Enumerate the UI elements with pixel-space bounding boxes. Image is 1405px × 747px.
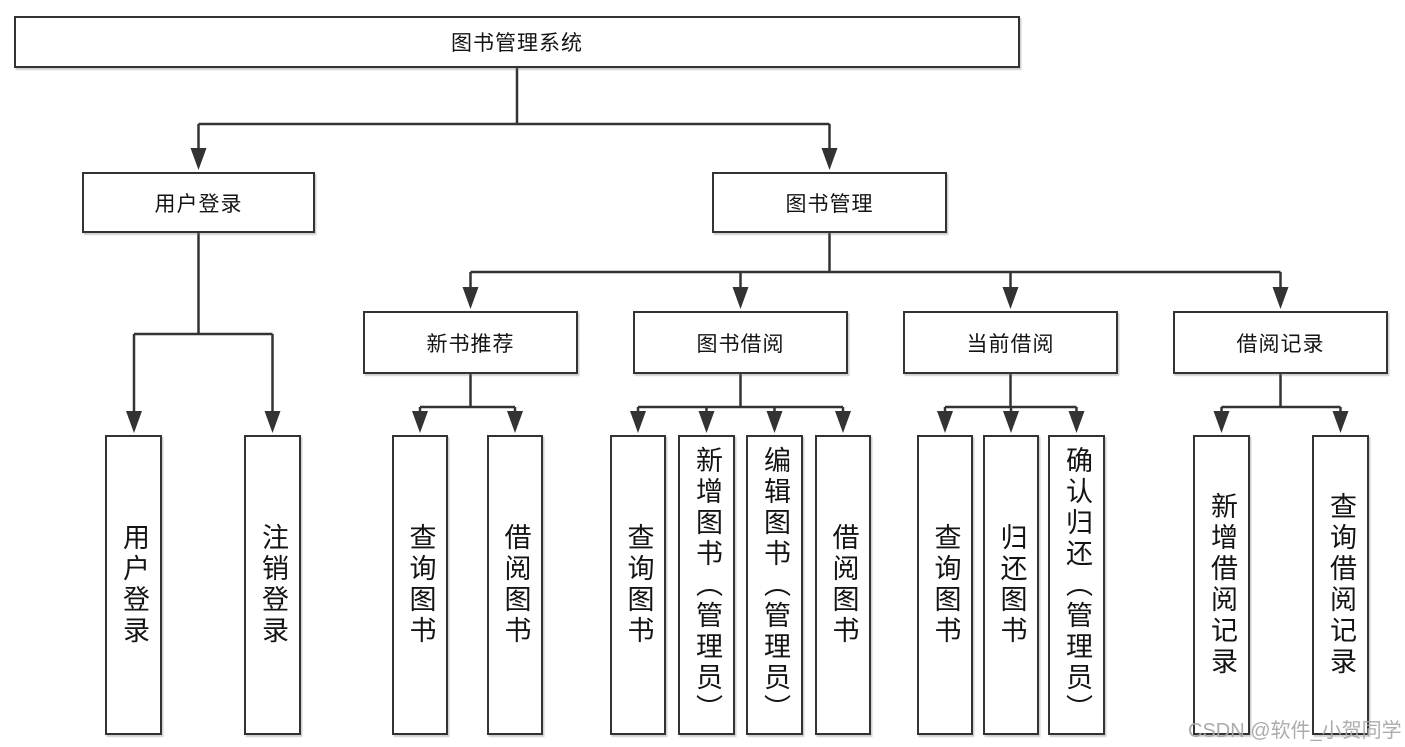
leaf-borrowing-borrow-books: 借阅图书 — [815, 435, 871, 735]
leaf-add-books-admin: 新增图书（管理员） — [678, 435, 735, 735]
leaf-confirm-return-admin-label: 确认归还（管理员） — [1062, 445, 1092, 725]
connector-lines — [132, 68, 1342, 413]
leaf-recommend-borrow-books-label: 借阅图书 — [500, 523, 531, 647]
leaf-recommend-query-books: 查询图书 — [392, 435, 448, 735]
connector-root-to-level2 — [197, 68, 831, 150]
arrowhead-icon — [698, 411, 715, 433]
arrowhead-icon — [630, 411, 646, 433]
arrowhead-icon — [732, 287, 749, 309]
arrowhead-icon — [412, 411, 428, 433]
leaf-borrowing-query-books-label: 查询图书 — [623, 523, 654, 647]
leaf-logout: 注销登录 — [244, 435, 301, 735]
leaf-confirm-return-admin: 确认归还（管理员） — [1048, 435, 1105, 735]
leaf-recommend-borrow-books: 借阅图书 — [487, 435, 543, 735]
connector-login-to-leaves — [132, 233, 274, 413]
leaf-return-books: 归还图书 — [983, 435, 1039, 735]
arrowhead-icon — [1213, 411, 1230, 433]
leaf-current-query-books-label: 查询图书 — [930, 523, 961, 647]
leaf-recommend-query-books-label: 查询图书 — [405, 523, 436, 647]
connector-recommend-to-leaves — [418, 374, 517, 413]
arrowhead-icon — [1272, 287, 1289, 309]
arrowhead-icon — [821, 148, 838, 170]
arrowhead-icon — [264, 411, 281, 433]
leaf-current-query-books: 查询图书 — [917, 435, 973, 735]
node-root: 图书管理系统 — [14, 16, 1020, 68]
node-new-book-recommendation-label: 新书推荐 — [426, 332, 515, 356]
arrowhead-icon — [835, 411, 851, 433]
csdn-watermark: CSDN @软件_小贺同学 — [1188, 720, 1402, 742]
leaf-edit-books-admin-label: 编辑图书（管理员） — [760, 445, 790, 725]
leaf-return-books-label: 归还图书 — [996, 523, 1027, 647]
node-book-borrowing: 图书借阅 — [633, 311, 848, 374]
leaf-borrowing-query-books: 查询图书 — [610, 435, 666, 735]
leaf-query-borrow-record: 查询借阅记录 — [1312, 435, 1369, 735]
leaf-user-login: 用户登录 — [105, 435, 162, 735]
node-book-borrowing-label: 图书借阅 — [696, 332, 785, 356]
leaf-add-borrow-record: 新增借阅记录 — [1193, 435, 1250, 735]
arrowhead-icon — [1003, 411, 1019, 433]
leaf-add-books-admin-label: 新增图书（管理员） — [692, 445, 722, 725]
node-root-label: 图书管理系统 — [451, 32, 583, 55]
node-borrowing-records: 借阅记录 — [1173, 311, 1388, 374]
connector-current-to-leaves — [943, 374, 1078, 413]
arrowhead-icon — [1002, 287, 1019, 309]
connector-borrowing-to-leaves — [636, 374, 845, 413]
arrowhead-icon — [766, 411, 783, 433]
leaf-user-login-label: 用户登录 — [119, 523, 149, 647]
node-user-login-label: 用户登录 — [154, 192, 243, 216]
node-borrowing-records-label: 借阅记录 — [1236, 332, 1325, 356]
arrowhead-icon — [937, 411, 953, 433]
arrowheads — [126, 148, 1349, 433]
leaf-logout-label: 注销登录 — [258, 523, 288, 647]
arrowhead-icon — [126, 411, 142, 433]
leaf-borrowing-borrow-books-label: 借阅图书 — [828, 523, 859, 647]
node-book-management: 图书管理 — [712, 172, 947, 233]
arrowhead-icon — [190, 148, 207, 170]
arrowhead-icon — [507, 411, 523, 433]
connector-management-to-sections — [469, 233, 1282, 289]
connector-records-to-leaves — [1220, 374, 1342, 413]
node-new-book-recommendation: 新书推荐 — [363, 311, 578, 374]
arrowhead-icon — [462, 287, 479, 309]
node-user-login: 用户登录 — [82, 172, 315, 233]
leaf-edit-books-admin: 编辑图书（管理员） — [746, 435, 803, 735]
leaf-add-borrow-record-label: 新增借阅记录 — [1207, 492, 1237, 678]
arrowhead-icon — [1068, 411, 1085, 433]
leaf-query-borrow-record-label: 查询借阅记录 — [1326, 492, 1356, 678]
node-book-management-label: 图书管理 — [785, 192, 874, 216]
node-current-borrowing: 当前借阅 — [903, 311, 1118, 374]
arrowhead-icon — [1332, 411, 1349, 433]
node-current-borrowing-label: 当前借阅 — [966, 332, 1055, 356]
